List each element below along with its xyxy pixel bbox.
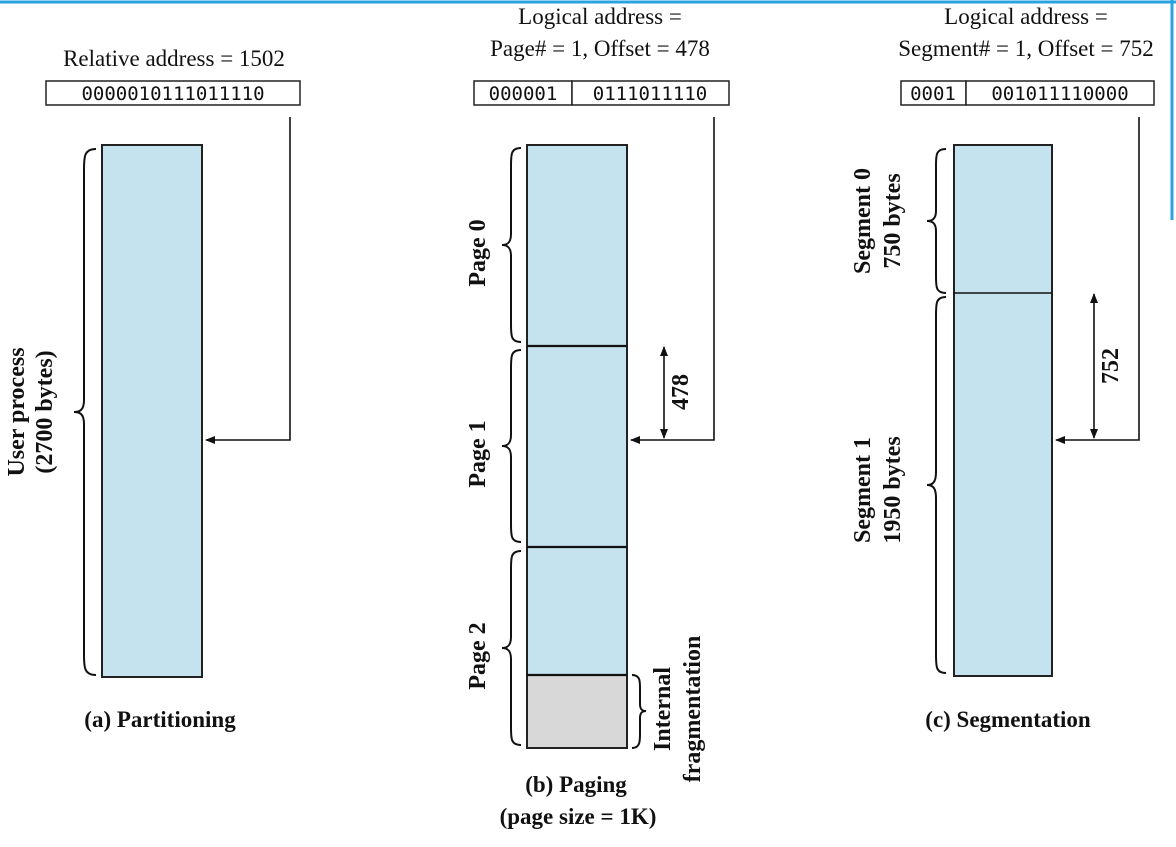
paging-caption-line1: (b) Paging (525, 772, 627, 797)
relative-address-label: Relative address = 1502 (63, 46, 285, 71)
page-number-bits: 000001 (489, 83, 558, 105)
segment-1-label-line2: 1950 bytes (880, 436, 906, 543)
user-process-label-line2: (2700 bytes) (32, 350, 58, 473)
segmentation-caption: (c) Segmentation (925, 707, 1091, 732)
segmentation-address-label-line2: Segment# = 1, Offset = 752 (898, 36, 1154, 61)
fragmentation-brace (631, 674, 647, 749)
segment-offset-bits: 001011110000 (991, 83, 1128, 105)
user-process-block (101, 144, 203, 678)
segmentation-address-arrow (1055, 117, 1140, 444)
partitioning-address-arrow (205, 117, 291, 444)
segment-1-brace (926, 296, 947, 674)
segment-0-brace (926, 148, 947, 294)
accent-border (0, 0, 1176, 220)
user-process-brace (73, 148, 97, 676)
page-blocks (526, 144, 628, 676)
page-1-label: Page 1 (465, 420, 491, 487)
page-2-brace (501, 550, 522, 746)
paging-address-label-line1: Logical address = (518, 4, 682, 29)
segment-number-box (900, 80, 967, 106)
segmentation-panel: Logical address = Segment# = 1, Offset =… (850, 4, 1155, 732)
page-1-brace (501, 349, 522, 543)
page-offset-value: 478 (668, 374, 694, 410)
page-2-label: Page 2 (465, 622, 491, 689)
page-offset-box (571, 80, 730, 106)
paging-address-arrow (630, 117, 715, 444)
paging-address-label-line2: Page# = 1, Offset = 478 (490, 36, 710, 61)
partitioning-caption: (a) Partitioning (84, 707, 236, 732)
internal-fragmentation-label-line1: Internal (650, 667, 676, 751)
segment-offset-box (965, 80, 1155, 106)
relative-address-box (45, 80, 301, 106)
page-0-brace (501, 147, 522, 343)
segment-1-label-line1: Segment 1 (850, 437, 876, 543)
page-offset-bits: 0111011110 (593, 83, 707, 105)
segment-offset-value: 752 (1098, 348, 1124, 384)
segment-number-bits: 0001 (910, 83, 956, 105)
segment-0-label-line1: Segment 0 (850, 168, 876, 274)
segment-0-label-line2: 750 bytes (880, 173, 906, 268)
page-0-label: Page 0 (465, 219, 491, 286)
relative-address-bits: 0000010111011110 (81, 83, 264, 105)
paging-panel: Logical address = Page# = 1, Offset = 47… (465, 4, 730, 829)
user-process-label-line1: User process (4, 347, 30, 476)
partitioning-panel: Relative address = 1502 0000010111011110… (4, 46, 301, 732)
paging-caption-line2: (page size = 1K) (500, 804, 657, 829)
internal-fragmentation-area (526, 674, 628, 749)
segmentation-address-label-line1: Logical address = (944, 4, 1108, 29)
internal-fragmentation-label-line2: fragmentation (680, 636, 706, 783)
segment-blocks (953, 144, 1053, 677)
